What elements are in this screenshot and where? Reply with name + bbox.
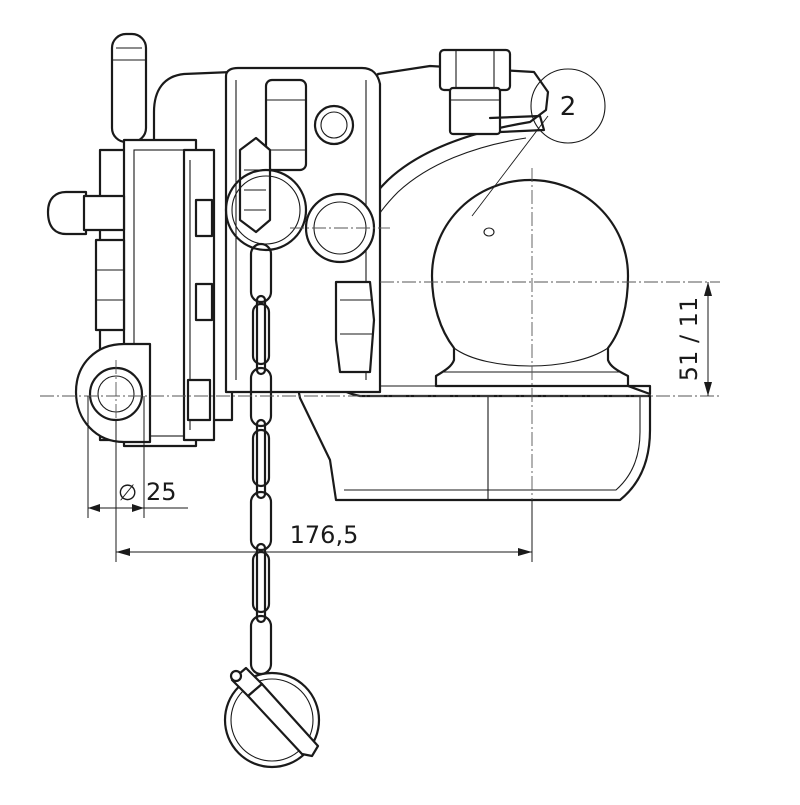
dimension-diameter: ∅ 25 (87, 396, 188, 518)
dimension-width: 176,5 (115, 420, 533, 562)
diameter-dimension: 25 (146, 478, 177, 506)
part-callout: 2 (471, 68, 606, 217)
clamp-handle (110, 32, 148, 144)
ball-hole (483, 227, 495, 237)
callout-number: 2 (560, 92, 577, 122)
callout-bubble (530, 68, 606, 144)
clamp-assembly (46, 32, 216, 448)
side-nut (46, 190, 88, 236)
dimension-height: 51 / 11 (675, 282, 712, 396)
height-dimension: 51 / 11 (675, 297, 703, 381)
linch-pin (223, 666, 321, 769)
width-dimension: 176,5 (290, 521, 359, 549)
coupling-ball (430, 178, 652, 396)
spring-plug (224, 136, 308, 252)
diameter-symbol: ∅ (118, 481, 137, 506)
top-bolt (438, 48, 546, 136)
plug-ring (224, 168, 308, 252)
linch-ring (223, 671, 321, 769)
